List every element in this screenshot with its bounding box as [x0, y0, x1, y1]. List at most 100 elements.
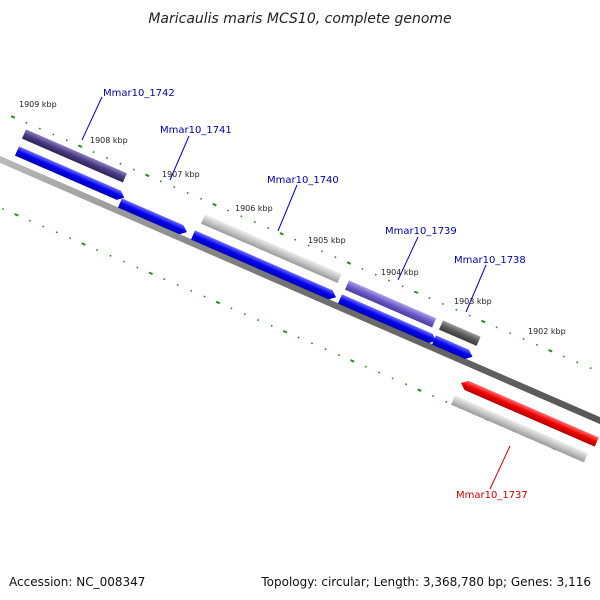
- gene-label-1737[interactable]: Mmar10_1737: [456, 490, 528, 501]
- cds-arrow-1740[interactable]: [191, 230, 338, 301]
- upper-scale-tick: [374, 273, 377, 276]
- upper-scale-tick: [200, 197, 203, 200]
- upper-scale-tick: [253, 221, 256, 224]
- lower-scale-tick: [42, 225, 45, 228]
- gene-label-1740[interactable]: Mmar10_1740: [267, 175, 339, 186]
- scale-label-1907: 1907 kbp: [162, 170, 200, 179]
- lower-scale-tick: [190, 289, 193, 292]
- gene-bar-1737[interactable]: [451, 395, 588, 463]
- map-title: Maricaulis maris MCS10, complete genome: [148, 11, 451, 27]
- leader-1741: [169, 135, 190, 181]
- upper-scale-tick: [576, 361, 579, 364]
- lower-scale-tick: [282, 329, 288, 334]
- lower-scale-tick: [55, 231, 58, 234]
- lower-scale-tick: [148, 271, 154, 276]
- leader-1739: [397, 236, 419, 281]
- upper-scale-tick: [106, 156, 109, 159]
- gene-label-1739[interactable]: Mmar10_1739: [385, 226, 457, 237]
- lower-scale-tick: [364, 365, 367, 368]
- accession-text: Accession: NC_008347: [9, 575, 145, 589]
- lower-scale-tick: [243, 313, 246, 316]
- upper-scale-tick: [334, 256, 337, 259]
- lower-scale-tick: [337, 353, 340, 357]
- cds-arrow-1739[interactable]: [338, 294, 438, 345]
- upper-scale-tick: [455, 308, 458, 311]
- scale-label-1908: 1908 kbp: [90, 136, 128, 145]
- lower-scale-tick: [14, 213, 19, 217]
- upper-scale-tick: [294, 238, 297, 241]
- lower-scale-tick: [28, 219, 31, 222]
- gene-bar-1740[interactable]: [201, 214, 342, 283]
- upper-scale-tick: [307, 244, 310, 247]
- lower-scale-tick: [378, 371, 381, 374]
- scale-label-1903: 1903 kbp: [454, 297, 492, 306]
- lower-scale-tick: [350, 359, 355, 363]
- lower-scale-tick: [96, 248, 99, 251]
- lower-scale-tick: [1, 207, 5, 211]
- upper-scale-tick: [77, 144, 83, 148]
- scale-label-1909: 1909 kbp: [19, 100, 57, 109]
- upper-scale-tick: [145, 173, 150, 178]
- scale-label-1904: 1904 kbp: [381, 268, 419, 277]
- lower-scale-tick: [324, 348, 327, 351]
- gene-bar-1742[interactable]: [22, 129, 127, 183]
- lower-scale-tick: [122, 260, 125, 263]
- lower-scale-tick: [257, 318, 260, 322]
- upper-scale-tick: [92, 150, 95, 154]
- leader-1740: [277, 184, 298, 232]
- upper-scale-tick: [25, 121, 28, 124]
- lower-scale-tick: [404, 383, 408, 386]
- cds-arrow-1738[interactable]: [432, 335, 475, 361]
- upper-scale-tick: [589, 367, 592, 370]
- gene-label-1742[interactable]: Mmar10_1742: [103, 88, 175, 99]
- upper-scale-tick: [548, 348, 553, 353]
- upper-scale-tick: [186, 191, 189, 195]
- upper-scale-tick: [132, 168, 135, 171]
- lower-scale-tick: [163, 278, 166, 281]
- leader-1737: [489, 445, 511, 490]
- upper-scale-tick: [119, 162, 122, 165]
- upper-scale-tick: [468, 314, 471, 317]
- lower-scale-tick: [176, 283, 179, 287]
- upper-scale-tick: [562, 355, 565, 358]
- upper-scale-tick: [38, 127, 41, 130]
- gene-bar-1739[interactable]: [345, 280, 437, 328]
- feature-track: [15, 129, 599, 463]
- lower-scale-tick: [297, 336, 300, 339]
- upper-scale-tick: [279, 232, 284, 236]
- gene-label-1741[interactable]: Mmar10_1741: [160, 125, 232, 136]
- upper-scale-tick: [388, 279, 391, 282]
- lower-scale-tick: [215, 300, 221, 305]
- gene-bar-1738[interactable]: [439, 320, 481, 346]
- upper-scale-tick: [495, 326, 498, 329]
- upper-scale-tick: [509, 332, 512, 335]
- upper-scale-tick: [441, 302, 445, 306]
- lower-scale-tick: [417, 388, 422, 392]
- gene-label-1738[interactable]: Mmar10_1738: [454, 255, 526, 266]
- cds-arrow-1737[interactable]: [459, 378, 599, 447]
- upper-scale-tick: [401, 285, 404, 288]
- lower-scale-tick: [445, 400, 448, 403]
- genome-backbone: [0, 155, 600, 425]
- scale-label-1906: 1906 kbp: [235, 204, 273, 213]
- upper-scale-tick: [481, 319, 486, 324]
- lower-scale-tick: [391, 377, 394, 380]
- lower-scale-tick: [270, 324, 273, 327]
- cds-arrow-1741[interactable]: [118, 198, 189, 236]
- upper-scale-tick: [10, 115, 16, 119]
- lower-scale-tick: [136, 266, 139, 269]
- upper-scale-tick: [173, 186, 176, 189]
- lower-scale-tick: [203, 295, 206, 298]
- cds-arrow-1742[interactable]: [15, 146, 126, 202]
- upper-scale-tick: [52, 133, 55, 136]
- lower-scale-tick: [81, 242, 86, 246]
- upper-scale-tick: [267, 226, 270, 230]
- lower-scale-tick: [109, 254, 112, 257]
- lower-scale-tick: [310, 342, 314, 345]
- scale-label-1902: 1902 kbp: [528, 327, 566, 336]
- label-leaders: [81, 96, 511, 490]
- upper-scale-tick: [240, 215, 243, 218]
- upper-scale-tick: [522, 337, 525, 341]
